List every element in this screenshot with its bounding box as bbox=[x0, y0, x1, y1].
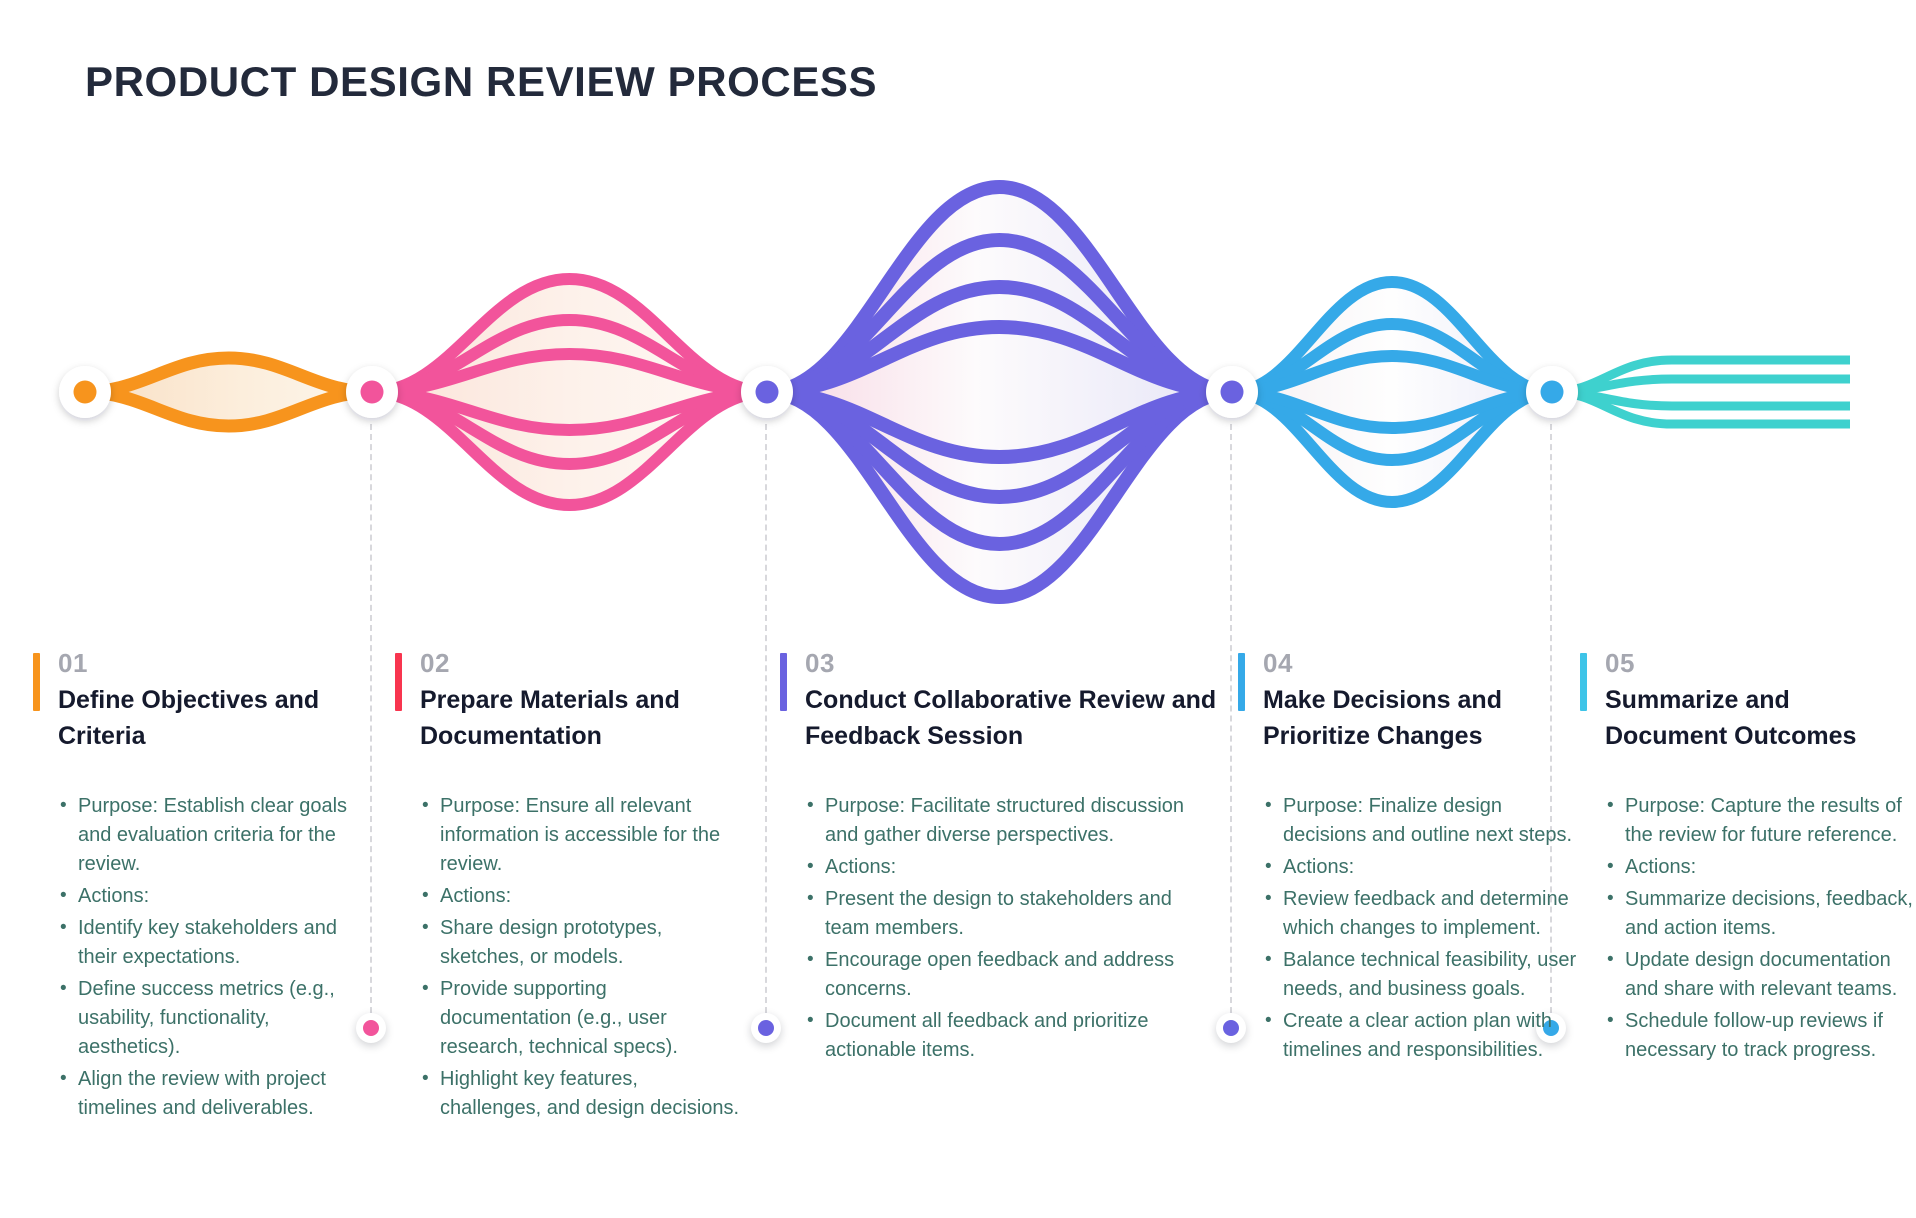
teal-strand bbox=[1551, 374, 1850, 397]
step-accent-bar bbox=[395, 653, 402, 711]
timeline-node-dot bbox=[360, 380, 384, 404]
page-title: PRODUCT DESIGN REVIEW PROCESS bbox=[85, 58, 878, 105]
divider-dashed-line bbox=[1230, 424, 1232, 1013]
step-title: Conduct Collaborative Review and Feedbac… bbox=[805, 686, 1217, 750]
divider-end-dot bbox=[1216, 1013, 1246, 1043]
bullet-item: Define success metrics (e.g., usability,… bbox=[60, 975, 370, 1062]
spindle-step-1 bbox=[78, 351, 379, 433]
spindle-1-outer-lens bbox=[78, 351, 379, 433]
bullet-item: Schedule follow-up reviews if necessary … bbox=[1607, 1007, 1916, 1065]
step-number: 02 bbox=[420, 648, 450, 678]
bullet-item: Actions: bbox=[1265, 853, 1581, 882]
bullet-item: Update design documentation and share wi… bbox=[1607, 946, 1916, 1004]
step-column-4: 04 Make Decisions and Prioritize Changes… bbox=[1238, 648, 1576, 1068]
step-accent-bar bbox=[780, 653, 787, 711]
spindle-3-inner-lens bbox=[760, 320, 1239, 464]
bullet-item: Create a clear action plan with timeline… bbox=[1265, 1007, 1581, 1065]
divider-dashed-line bbox=[1550, 424, 1552, 1013]
step-bullets: Purpose: Establish clear goals and evalu… bbox=[58, 792, 370, 1123]
spindle-4-inner-lens bbox=[1226, 318, 1558, 466]
step-column-3: 03 Conduct Collaborative Review and Feed… bbox=[780, 648, 1235, 1068]
bullet-item: Align the review with project timelines … bbox=[60, 1065, 370, 1123]
bullet-item: Review feedback and determine which chan… bbox=[1265, 885, 1581, 943]
spindle-step-3 bbox=[760, 180, 1239, 604]
step-accent-bar bbox=[33, 653, 40, 711]
spindle-step-5-strands bbox=[1551, 355, 1850, 429]
bullet-item: Purpose: Facilitate structured discussio… bbox=[807, 792, 1197, 850]
timeline-graphic bbox=[59, 180, 1850, 604]
bullet-item: Actions: bbox=[807, 853, 1197, 882]
timeline-node-ring bbox=[1206, 366, 1258, 418]
bullet-item: Highlight key features, challenges, and … bbox=[422, 1065, 742, 1123]
divider-dashed-line bbox=[370, 424, 372, 1013]
bullet-item: Document all feedback and prioritize act… bbox=[807, 1007, 1197, 1065]
step-title: Summarize and Document Outcomes bbox=[1605, 686, 1857, 750]
step-bullets: Purpose: Facilitate structured discussio… bbox=[805, 792, 1197, 1065]
timeline-node-ring bbox=[741, 366, 793, 418]
step-bullets: Purpose: Ensure all relevant information… bbox=[420, 792, 742, 1123]
bullet-item: Provide supporting documentation (e.g., … bbox=[422, 975, 742, 1062]
step-column-5: 05 Summarize and Document Outcomes Purpo… bbox=[1580, 648, 1913, 1068]
divider-end-dot-core bbox=[1223, 1020, 1239, 1036]
spindle-2-inner-lens bbox=[366, 348, 773, 436]
step-number: 05 bbox=[1605, 648, 1635, 678]
bullet-item: Summarize decisions, feedback, and actio… bbox=[1607, 885, 1916, 943]
bullet-item: Present the design to stakeholders and t… bbox=[807, 885, 1197, 943]
step-number: 03 bbox=[805, 648, 835, 678]
bullet-item: Purpose: Ensure all relevant information… bbox=[422, 792, 742, 879]
step-column-2: 02 Prepare Materials and Documentation P… bbox=[395, 648, 750, 1126]
step-bullets: Purpose: Finalize design decisions and o… bbox=[1263, 792, 1581, 1065]
timeline-nodes bbox=[59, 366, 1578, 418]
step-column-1: 01 Define Objectives and Criteria Purpos… bbox=[33, 648, 358, 1126]
step-title: Prepare Materials and Documentation bbox=[420, 686, 680, 750]
step-title: Make Decisions and Prioritize Changes bbox=[1263, 686, 1502, 750]
timeline-node-ring bbox=[346, 366, 398, 418]
spindle-4-inner-lens bbox=[1226, 350, 1558, 434]
spindle-4-outer-lens bbox=[1226, 276, 1558, 508]
step-number: 01 bbox=[58, 648, 88, 678]
bullet-item: Purpose: Capture the results of the revi… bbox=[1607, 792, 1916, 850]
timeline-node-dot bbox=[1220, 380, 1244, 404]
spindle-3-inner-lens bbox=[760, 233, 1239, 551]
step-accent-bar bbox=[1580, 653, 1587, 711]
timeline-node-ring bbox=[1526, 366, 1578, 418]
divider-dashed-line bbox=[765, 424, 767, 1013]
spindle-2-inner-lens bbox=[366, 314, 773, 470]
teal-strand bbox=[1551, 387, 1850, 429]
bullet-item: Actions: bbox=[60, 882, 370, 911]
step-bullets: Purpose: Capture the results of the revi… bbox=[1605, 792, 1916, 1065]
bullet-item: Identify key stakeholders and their expe… bbox=[60, 914, 370, 972]
step-title: Define Objectives and Criteria bbox=[58, 686, 320, 750]
spindle-step-2 bbox=[366, 273, 773, 511]
spindle-3-inner-lens bbox=[760, 280, 1239, 504]
bullet-item: Share design prototypes, sketches, or mo… bbox=[422, 914, 742, 972]
step-accent-bar bbox=[1238, 653, 1245, 711]
bullet-item: Purpose: Finalize design decisions and o… bbox=[1265, 792, 1581, 850]
timeline-node-dot bbox=[73, 380, 97, 404]
bullet-item: Encourage open feedback and address conc… bbox=[807, 946, 1197, 1004]
timeline-node-dot bbox=[755, 380, 779, 404]
timeline-node-dot bbox=[1540, 380, 1564, 404]
bullet-item: Balance technical feasibility, user need… bbox=[1265, 946, 1581, 1004]
divider-end-dot-core bbox=[758, 1020, 774, 1036]
step-number: 04 bbox=[1263, 648, 1293, 678]
spindle-step-4 bbox=[1226, 276, 1558, 508]
spindle-3-outer-lens bbox=[760, 180, 1239, 604]
teal-strand bbox=[1551, 355, 1850, 397]
bullet-item: Purpose: Establish clear goals and evalu… bbox=[60, 792, 370, 879]
teal-strand bbox=[1551, 387, 1850, 411]
bullet-item: Actions: bbox=[422, 882, 742, 911]
timeline-node-ring bbox=[59, 366, 111, 418]
bullet-item: Actions: bbox=[1607, 853, 1916, 882]
divider-end-dot bbox=[751, 1013, 781, 1043]
spindle-2-outer-lens bbox=[366, 273, 773, 511]
